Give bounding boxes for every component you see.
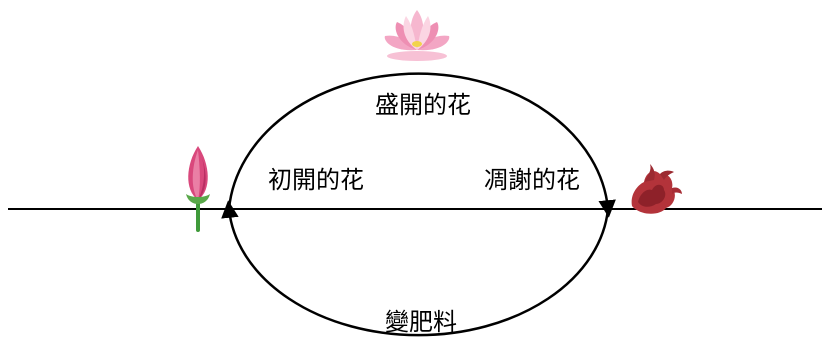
cycle-lower-arc: [221, 200, 610, 337]
wilted-flower-icon: [631, 164, 682, 214]
cycle-upper-arc: [227, 72, 616, 218]
label-blooming-flower: 盛開的花: [375, 91, 471, 119]
blooming-lotus-icon: [384, 10, 450, 61]
label-budding-flower: 初開的花: [268, 166, 364, 194]
lotus-bud-icon: [186, 146, 210, 232]
label-withered-flower: 凋謝的花: [484, 166, 580, 194]
label-becomes-fertilizer: 變肥料: [385, 308, 457, 336]
